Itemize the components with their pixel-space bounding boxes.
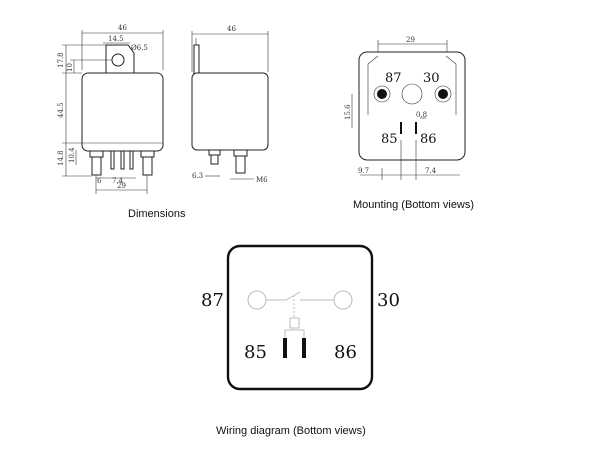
wiring-outline [226, 244, 374, 391]
body-height-label: 44.5 [57, 102, 65, 118]
wiring-terminal-86 [302, 338, 306, 358]
side-stud-nut [233, 149, 248, 157]
pin-gap-b-label: 7.4 [112, 177, 124, 185]
left-offset-label: 9.7 [358, 167, 369, 175]
tab-height-label: 17.8 [57, 52, 65, 68]
front-view: 46 14.5 Ø6.5 17.8 10 44.5 14.8 10.4 [57, 24, 164, 194]
coil-wires [284, 329, 305, 340]
mount-pin-85-label: 85 [381, 132, 398, 147]
dimensions-caption: Dimensions [128, 208, 186, 220]
mount-pin-87-label: 87 [385, 71, 402, 86]
side-view: 46 6.3 M6 [191, 25, 269, 184]
pin-short-label: 10.4 [68, 147, 76, 163]
relay-body-side [191, 72, 269, 151]
terminal-87-ring [373, 85, 391, 103]
mounting-view: 29 87 30 0.8 85 86 15.6 9.7 7.4 [344, 36, 466, 180]
right-offset-label: 7.4 [425, 167, 437, 175]
hole-label: Ø6.5 [131, 44, 148, 52]
mounting-caption: Mounting (Bottom views) [353, 199, 474, 211]
pin-86 [120, 150, 125, 170]
side-pin-collar [208, 149, 221, 156]
side-offset-label: 6.3 [192, 172, 203, 180]
tab-width-label: 14.5 [108, 35, 124, 43]
pin-87a [129, 150, 134, 170]
terminal-30-hole [438, 89, 448, 99]
relay-body-front [81, 72, 164, 152]
wiring-pin-87-label: 87 [201, 290, 224, 311]
pin-height-label: 14.8 [57, 150, 65, 166]
terminal-87-hole [377, 89, 387, 99]
mount-pin-86-label: 86 [420, 132, 437, 147]
wiring-caption: Wiring diagram (Bottom views) [216, 425, 366, 437]
thread-label: M6 [256, 176, 268, 184]
mount-outline [358, 51, 466, 161]
stud-right-nut [140, 150, 155, 158]
mount-width-label: 29 [406, 36, 415, 44]
front-width-label: 46 [118, 24, 127, 32]
mounting-hole [111, 53, 125, 67]
side-width-label: 46 [227, 25, 236, 33]
side-bracket [193, 44, 200, 75]
mount-inner-frame [367, 55, 457, 115]
terminal-30-ring [434, 85, 452, 103]
switch-arm [285, 291, 301, 301]
pin-85 [110, 150, 115, 170]
pin-span-label: 29 [117, 182, 126, 190]
wiring-pin-85-label: 85 [244, 342, 267, 363]
mount-height-label: 15.6 [344, 104, 352, 120]
pin-gap-a-label: 6 [97, 177, 102, 185]
wiring-pin-86-label: 86 [334, 342, 357, 363]
mount-pin-30-label: 30 [423, 71, 440, 86]
coil-symbol [289, 317, 300, 329]
center-boss [401, 83, 423, 105]
wiring-terminal-85 [283, 338, 287, 358]
stud-left-nut [89, 150, 104, 158]
terminal-gap-label: 0.8 [416, 111, 427, 119]
mount-terminal-86 [415, 122, 417, 134]
wiring-view: 87 30 85 86 [201, 244, 400, 391]
tab-offset-label: 10 [66, 63, 74, 72]
wiring-pin-30-label: 30 [377, 290, 400, 311]
mount-terminal-85 [400, 122, 402, 134]
